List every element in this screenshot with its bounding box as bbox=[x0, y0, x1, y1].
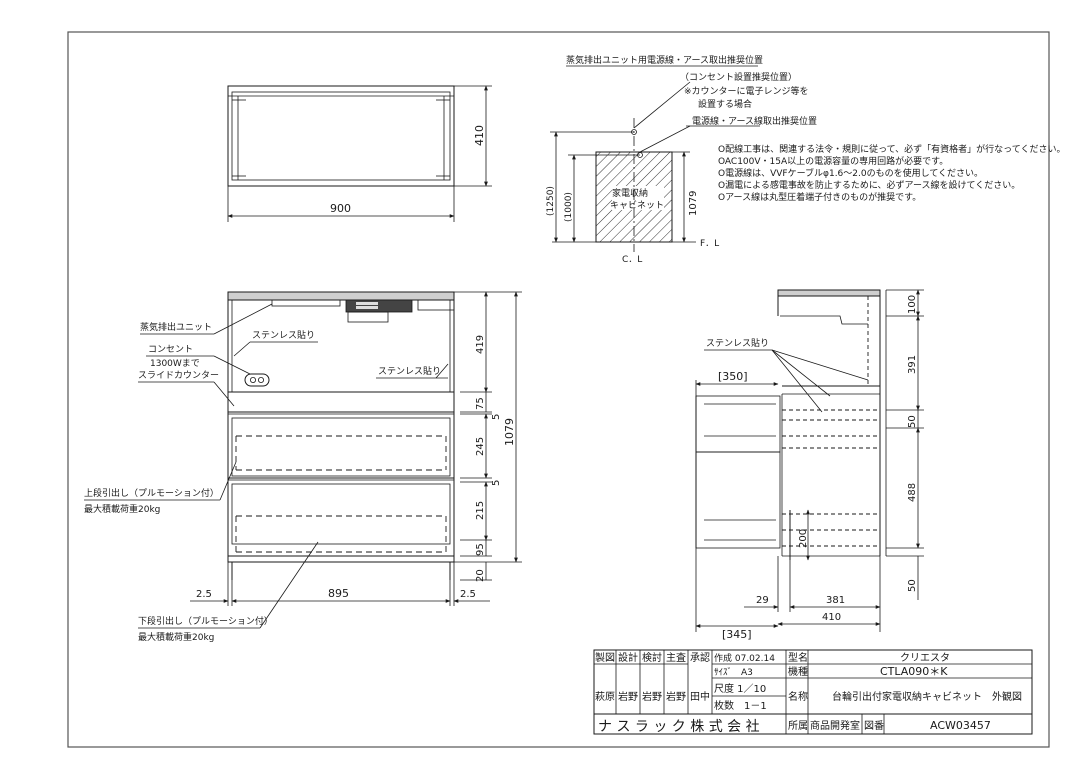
tb-scale: 尺度 1／10 bbox=[714, 682, 766, 695]
dim-215: 215 bbox=[475, 501, 486, 520]
tb-v-dept: 商品開発室 bbox=[810, 719, 860, 732]
dim-245: 245 bbox=[475, 437, 486, 456]
tb-sig-4: 岩野 bbox=[666, 690, 686, 703]
dim-410-side: 410 bbox=[822, 612, 841, 623]
dim-345: [345] bbox=[722, 628, 752, 641]
tb-h-shonin: 承認 bbox=[690, 651, 710, 664]
fl-label: F．L bbox=[700, 239, 719, 249]
tb-sig-5: 田中 bbox=[690, 690, 710, 703]
dim-75: 75 bbox=[475, 397, 486, 410]
dim-419: 419 bbox=[475, 335, 486, 354]
tb-h-sekkei: 設計 bbox=[618, 651, 638, 664]
dim-391: 391 bbox=[907, 355, 918, 374]
dim-895: 895 bbox=[328, 587, 349, 600]
dim-95: 95 bbox=[475, 543, 486, 556]
title-block: 製図 設計 検討 主査 承認 萩原 岩野 岩野 岩野 田中 作成 07.02.1… bbox=[593, 649, 1033, 735]
outlet-symbol bbox=[244, 373, 270, 387]
dim-left-2-5: 2.5 bbox=[196, 589, 212, 600]
dim-200: 200 bbox=[798, 529, 809, 548]
upper-drawer-label-1: 上段引出し（プルモーション付） bbox=[84, 487, 219, 499]
wiring-note-2: OAC100V・15A以上の電源容量の専用回路が必要です。 bbox=[718, 155, 948, 167]
wiring-note-3: O電源線は、VVFケーブルφ1.6～2.0のものを使用してください。 bbox=[718, 167, 983, 179]
wiring-title: 蒸気排出ユニット用電源線・アース取出推奨位置 bbox=[566, 54, 763, 66]
tb-size: ｻｲｽﾞ A3 bbox=[714, 667, 753, 678]
dim-5a: 5 bbox=[491, 414, 502, 420]
tb-h-shusa: 主査 bbox=[666, 651, 686, 664]
wiring-note-1: O配線工事は、関連する法令・規則に従って、必ず「有資格者」が行なってください。 bbox=[718, 143, 1065, 155]
tb-h-kento: 検討 bbox=[642, 651, 662, 664]
tb-v-model: クリエスタ bbox=[900, 652, 950, 664]
top-width-dim: 900 bbox=[330, 202, 351, 215]
dim-50b: 50 bbox=[907, 579, 918, 592]
top-view: 900 410 bbox=[227, 85, 492, 222]
tb-company: ナ ス ラ ッ ク 株 式 会 社 bbox=[598, 719, 760, 735]
slide-counter-label-2: スライドカウンター bbox=[138, 370, 219, 381]
tb-v-drawing-no: ACW03457 bbox=[930, 719, 991, 732]
tb-h-seizu: 製図 bbox=[595, 651, 615, 664]
lower-drawer-label-1: 下段引出し（プルモーション付） bbox=[138, 615, 273, 627]
tb-l-model: 型名 bbox=[788, 651, 808, 664]
range-note-2: 設置する場合 bbox=[698, 98, 752, 110]
tb-l-dept: 所属 bbox=[788, 720, 808, 732]
dim-488: 488 bbox=[907, 483, 918, 502]
tb-sheets: 枚数 1－1 bbox=[714, 699, 767, 712]
side-view: ステンレス貼り [350] 100 391 50 488 50 200 bbox=[695, 289, 924, 641]
tb-l-drawing-no: 図番 bbox=[864, 720, 884, 732]
tb-l-type: 機種 bbox=[788, 665, 808, 678]
dim-381: 381 bbox=[826, 595, 845, 606]
tb-created: 作成 07.02.14 bbox=[714, 652, 775, 664]
dim-1079-wiring: 1079 bbox=[688, 191, 699, 216]
dim-1079-front: 1079 bbox=[503, 418, 516, 446]
tb-sig-1: 萩原 bbox=[595, 691, 615, 703]
sheet-border bbox=[67, 31, 1050, 748]
dim-100: 100 bbox=[907, 295, 918, 314]
cl-label: C．L bbox=[622, 255, 642, 265]
dim-5b: 5 bbox=[491, 480, 502, 486]
front-view: 蒸気排出ユニット コンセント 1300Wまで スライドカウンター ステンレス貼り… bbox=[84, 291, 522, 643]
wiring-note-4: O漏電による感電事故を防止するために、必ずアース線を設けてください。 bbox=[718, 179, 1020, 191]
dim-350: [350] bbox=[718, 370, 748, 383]
dim-20: 20 bbox=[475, 569, 486, 582]
side-stainless-label: ステンレス貼り bbox=[706, 337, 769, 349]
outlet-note: （コンセント設置推奨位置） bbox=[680, 71, 797, 83]
cabinet-label-2: キャビネット bbox=[610, 200, 664, 211]
dim-29: 29 bbox=[756, 595, 769, 606]
slide-counter-label-1: 1300Wまで bbox=[150, 358, 200, 369]
dim-1000: (1000) bbox=[564, 192, 574, 222]
wiring-detail: 蒸気排出ユニット用電源線・アース取出推奨位置 （コンセント設置推奨位置） ※カウ… bbox=[546, 54, 1065, 265]
dim-right-2-5: 2.5 bbox=[460, 589, 476, 600]
tb-sig-2: 岩野 bbox=[618, 690, 638, 703]
lower-drawer-label-2: 最大積載荷重20kg bbox=[138, 631, 214, 643]
dim-50a: 50 bbox=[907, 415, 918, 428]
wiring-note-5: Oアース線は丸型圧着端子付きのものが推奨です。 bbox=[718, 191, 921, 203]
range-note-1: ※カウンターに電子レンジ等を bbox=[684, 85, 809, 97]
tb-v-type: CTLA090＊K bbox=[880, 665, 948, 678]
cabinet-label-1: 家電収納 bbox=[612, 187, 648, 199]
stainless-label-2: ステンレス貼り bbox=[378, 365, 441, 377]
top-depth-dim: 410 bbox=[473, 125, 486, 146]
upper-drawer-label-2: 最大積載荷重20kg bbox=[84, 503, 160, 515]
tb-v-name: 台輪引出付家電収納キャビネット 外観図 bbox=[832, 690, 1022, 703]
cable-note: 電源線・アース線取出推奨位置 bbox=[692, 115, 817, 127]
tb-l-name: 名称 bbox=[788, 690, 808, 703]
outlet-label: コンセント bbox=[148, 344, 193, 355]
dim-1250: (1250) bbox=[546, 186, 556, 216]
stainless-label-1: ステンレス貼り bbox=[252, 329, 315, 341]
tb-sig-3: 岩野 bbox=[642, 690, 662, 703]
steam-unit-label: 蒸気排出ユニット bbox=[140, 321, 212, 333]
